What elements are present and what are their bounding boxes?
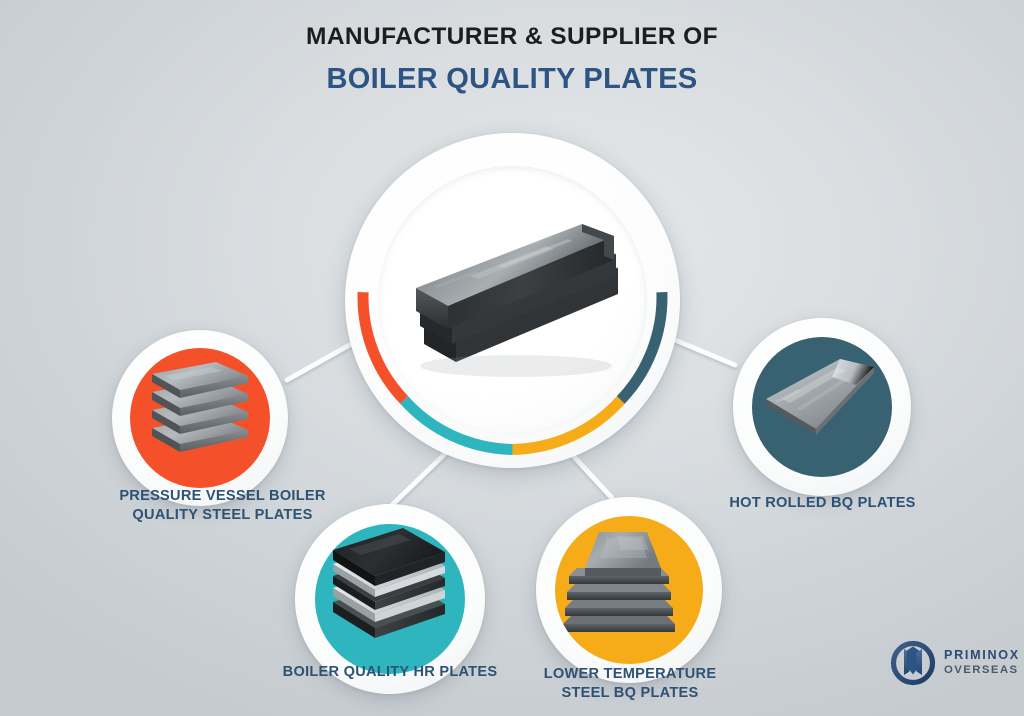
arc-slate (616, 292, 668, 404)
caption-pressure-vessel: PRESSURE VESSEL BOILER QUALITY STEEL PLA… (65, 487, 380, 524)
node-hot-rolled-bq[interactable] (733, 318, 911, 496)
node-disc-slate (752, 337, 892, 477)
connector-line-pressure (284, 335, 365, 383)
hub-ring-segments (357, 292, 668, 455)
hot-rolled-plate-illustration (766, 359, 874, 435)
page-title-line-1: MANUFACTURER & SUPPLIER OF (306, 23, 718, 50)
node-disc-amber (555, 516, 703, 664)
page-title-line-2: BOILER QUALITY PLATES (326, 62, 698, 95)
hr-plates-illustration (333, 528, 445, 638)
caption-line: QUALITY STEEL PLATES (132, 506, 313, 523)
caption-line: STEEL BQ PLATES (561, 684, 699, 701)
central-hub (345, 133, 680, 468)
caption-boiler-quality-hr: BOILER QUALITY HR PLATES (250, 663, 530, 682)
lower-temp-plates-illustration (563, 532, 675, 632)
brand-logo[interactable]: PRIMINOX OVERSEAS (890, 640, 1020, 686)
pressure-vessel-plates-illustration (152, 362, 248, 452)
node-boiler-quality-hr[interactable] (295, 504, 485, 694)
brand-suffix: OVERSEAS (944, 663, 1019, 676)
node-disc-orange (130, 348, 270, 488)
arc-amber (512, 396, 625, 455)
arc-teal (400, 396, 513, 455)
priminox-emblem-icon (890, 640, 936, 686)
connector-line-hr (389, 447, 452, 508)
central-plate-illustration (416, 224, 618, 377)
hub-inner-disc (378, 166, 647, 435)
caption-hot-rolled-bq: HOT ROLLED BQ PLATES (700, 494, 945, 513)
caption-line: LOWER TEMPERATURE (543, 666, 717, 682)
caption-lower-temperature: LOWER TEMPERATURE STEEL BQ PLATES (510, 665, 750, 702)
node-disc-teal (315, 524, 465, 674)
arc-orange (357, 292, 409, 404)
page-title-block: MANUFACTURER & SUPPLIER OF BOILER QUALIT… (0, 22, 1024, 100)
brand-wordmark: PRIMINOX OVERSEAS (944, 648, 1020, 677)
caption-line: BOILER QUALITY HR PLATES (282, 664, 498, 680)
caption-line: HOT ROLLED BQ PLATES (729, 495, 916, 511)
node-lower-temperature[interactable] (536, 497, 722, 683)
caption-line: PRESSURE VESSEL BOILER (119, 488, 326, 504)
node-pressure-vessel[interactable] (112, 330, 288, 506)
brand-name: PRIMINOX (944, 648, 1020, 663)
